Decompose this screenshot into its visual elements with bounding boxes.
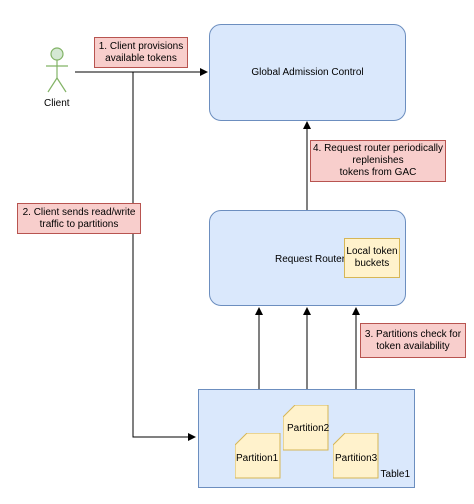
bucket-label-line2: buckets — [354, 258, 390, 269]
edge-client-to-table — [132, 72, 196, 441]
partition3-label: Partition3 — [335, 453, 378, 464]
step4-line2: replenishes — [352, 155, 404, 166]
partition3-node: Partition3 — [333, 433, 379, 479]
gac-label: Global Admission Control — [251, 67, 364, 78]
step3-line2: token availability — [376, 340, 450, 352]
step2-line2: traffic to partitions — [39, 218, 119, 230]
client-label: Client — [44, 98, 70, 109]
request-router-node: Request Router Local token buckets — [209, 210, 406, 306]
table1-label: Table1 — [380, 469, 410, 480]
step1-line1: 1. Client provisions — [98, 40, 184, 52]
step2-label: 2. Client sends read/write traffic to pa… — [17, 203, 141, 234]
step2-line1: 2. Client sends read/write — [22, 206, 136, 218]
step4-line3: tokens from GAC — [339, 167, 417, 178]
step1-label: 1. Client provisions available tokens — [94, 37, 188, 68]
step1-line2: available tokens — [105, 52, 177, 64]
step3-label: 3. Partitions check for token availabili… — [360, 323, 466, 358]
step3-line1: 3. Partitions check for — [364, 328, 462, 340]
step4-label: 4. Request router periodically replenish… — [310, 140, 446, 182]
step4-line1: 4. Request router periodically — [312, 143, 444, 154]
bucket-label-line1: Local token — [346, 246, 398, 257]
partition2-node: Partition2 — [283, 405, 329, 451]
local-token-buckets-node: Local token buckets — [344, 238, 400, 278]
request-router-label: Request Router — [275, 254, 346, 265]
client-actor-icon — [46, 47, 68, 93]
global-admission-control-node: Global Admission Control — [209, 24, 406, 121]
partition1-node: Partition1 — [235, 433, 281, 479]
partition1-label: Partition1 — [236, 453, 279, 464]
partition2-label: Partition2 — [287, 423, 330, 434]
